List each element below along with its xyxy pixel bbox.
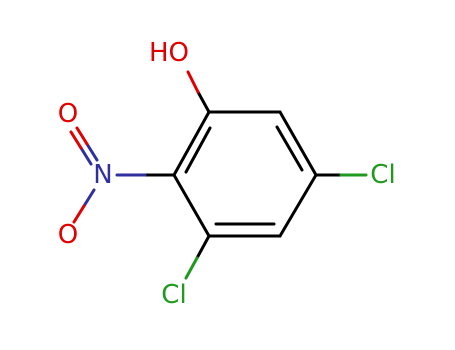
atom-label-chlorine-bottom: Cl (161, 280, 186, 310)
ring-bond-c5-c6 (172, 173, 211, 238)
atom-label-oxygen-top: O (58, 99, 78, 129)
ring-double-bond-inner-c1-c6 (184, 126, 212, 174)
bond-c1-o-red (186, 70, 200, 94)
ring-bond-c2-c3 (278, 110, 318, 177)
bond-n-o-top-red-b (69, 130, 83, 150)
bond-n-o-top-red-a (75, 126, 89, 146)
ring-double-bond-inner-c2-c3 (275, 125, 304, 172)
atom-label-chlorine-right: Cl (370, 160, 395, 190)
bond-n-o-bottom-red (72, 204, 86, 224)
atom-label-hydroxyl: HO (149, 38, 189, 68)
bond-c1-o-black (196, 90, 211, 114)
bond-n-o-top-blue-b (79, 146, 93, 166)
bond-n-o-bottom-blue (82, 188, 96, 208)
ring-bond-c6-c1 (172, 110, 211, 177)
atom-label-nitrogen: N (93, 160, 112, 190)
bond-c5-cl-black (195, 234, 211, 260)
atom-label-oxygen-bottom: O (58, 220, 78, 250)
bond-c5-cl-green (184, 256, 199, 280)
bond-n-o-top-blue-a (85, 142, 99, 162)
ring-bond-c3-c4 (278, 173, 318, 238)
